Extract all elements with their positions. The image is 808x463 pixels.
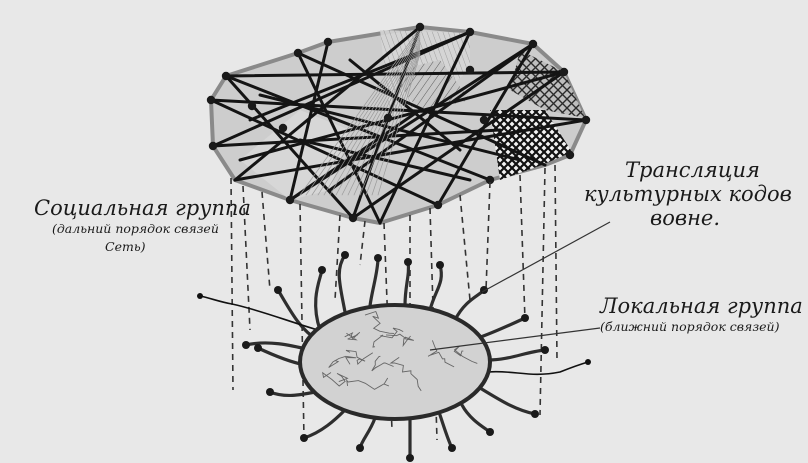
tentacle xyxy=(316,270,322,330)
tentacle-tip xyxy=(318,266,326,274)
dashed-connection xyxy=(262,192,270,290)
tentacle-tip xyxy=(541,346,549,354)
tentacle-tip xyxy=(404,258,412,266)
network-node xyxy=(560,68,568,76)
tentacle-tip xyxy=(274,286,282,294)
network-node xyxy=(416,23,424,31)
network-node xyxy=(349,214,357,222)
tentacle-tip xyxy=(448,444,456,452)
label-translation-2: культурных кодов xyxy=(584,182,792,206)
network-node xyxy=(286,196,294,204)
tentacle xyxy=(405,262,408,305)
network-node xyxy=(566,151,574,159)
dashed-connection xyxy=(486,182,490,290)
tentacle xyxy=(339,255,345,312)
dashed-connection xyxy=(460,195,470,300)
tentacle-tip xyxy=(242,341,250,349)
tentacle-tip xyxy=(486,428,494,436)
label-local-group: Локальная группа xyxy=(600,294,803,318)
tentacle xyxy=(488,350,545,360)
network-node xyxy=(466,28,474,36)
tentacle xyxy=(370,258,378,306)
label-translation-1: Трансляция xyxy=(625,158,760,182)
network-node xyxy=(248,102,256,110)
network-node xyxy=(279,124,287,132)
tentacle xyxy=(480,388,535,414)
dashed-connection xyxy=(555,165,557,360)
label-social-group: Социальная группа xyxy=(34,196,251,220)
tentacle-tip xyxy=(521,314,529,322)
tentacle xyxy=(258,348,305,365)
network-node xyxy=(324,38,332,46)
tentacle xyxy=(462,405,490,432)
network-node xyxy=(294,49,302,57)
tentacle-tip xyxy=(266,388,274,396)
wire-tip xyxy=(585,359,591,365)
tentacle xyxy=(440,415,452,448)
tentacle-tip xyxy=(531,410,539,418)
leader-translation xyxy=(482,222,610,292)
thin-wire xyxy=(200,296,318,330)
network-node xyxy=(480,116,488,124)
network-node xyxy=(529,40,537,48)
tentacle xyxy=(270,392,315,395)
tentacle xyxy=(360,418,375,448)
label-social-group-note-1: (дальний порядок связей xyxy=(52,222,219,236)
label-social-group-note-2: Сеть) xyxy=(105,240,146,254)
tentacle-tip xyxy=(374,254,382,262)
tentacle-tip xyxy=(254,344,262,352)
social-network xyxy=(207,23,590,223)
tentacle xyxy=(478,318,525,338)
label-translation-3: вовне. xyxy=(650,206,720,230)
tentacle-tip xyxy=(341,251,349,259)
tentacle-tip xyxy=(436,261,444,269)
thin-wire xyxy=(488,362,588,374)
tentacle-tip xyxy=(356,444,364,452)
network-node xyxy=(466,66,474,74)
network-node xyxy=(222,72,230,80)
local-group-ellipse xyxy=(300,305,490,419)
local-group xyxy=(197,251,591,462)
network-node xyxy=(434,201,442,209)
dashed-connection xyxy=(300,204,304,440)
tentacle-tip xyxy=(406,454,414,462)
dashed-connection xyxy=(540,168,545,415)
tentacle xyxy=(304,410,345,438)
network-node xyxy=(384,114,392,122)
network-node xyxy=(209,142,217,150)
tentacle-tip xyxy=(300,434,308,442)
dashed-connection xyxy=(360,221,365,265)
network-node xyxy=(207,96,215,104)
wire-tip xyxy=(197,293,203,299)
label-local-group-note: (ближний порядок связей) xyxy=(600,320,779,334)
dashed-connection xyxy=(520,175,525,320)
network-node xyxy=(582,116,590,124)
